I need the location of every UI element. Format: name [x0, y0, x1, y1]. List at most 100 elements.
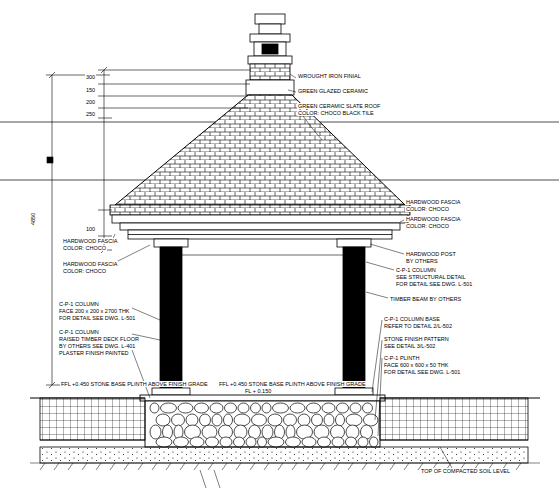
soil-hatch: [380, 398, 528, 440]
stone: [190, 437, 204, 447]
stone: [161, 403, 177, 413]
note-text: HARDWOOD FASCIA: [405, 216, 461, 222]
note-text: FFL +0.450 STONE BASE PLINTH ABOVE FINIS…: [218, 381, 367, 387]
stone: [268, 437, 284, 447]
stone: [318, 437, 331, 447]
note-text: SEE DETAIL 3/L-502: [383, 343, 436, 349]
stone: [370, 437, 379, 447]
note-text: GREEN CERAMIC SLATE ROOF: [297, 103, 381, 109]
stone: [364, 414, 379, 426]
note-text: COLOR: CHOCO: [405, 223, 450, 229]
stone: [284, 414, 297, 426]
stone: [363, 403, 373, 413]
floor-slab: [140, 395, 385, 401]
hatch-stroke: [516, 463, 521, 470]
stone: [350, 403, 361, 413]
note-text: HARDWOOD FASCIA: [62, 261, 118, 267]
note-text: FACE 200 x 200 x 2700 THK: [58, 308, 131, 314]
hatch-stroke: [292, 463, 297, 470]
stone: [324, 414, 334, 426]
stone: [258, 437, 267, 447]
note-text: FOR DETAIL SEE DWG. L-501: [58, 315, 136, 321]
hatch-stroke: [208, 463, 213, 470]
hatch-stroke: [320, 463, 325, 470]
stone: [210, 403, 223, 413]
dimension-line: [46, 67, 250, 388]
subsoil-hatch: [30, 463, 540, 488]
hatch-stroke: [138, 463, 143, 470]
hatch-stroke: [54, 463, 59, 470]
dimension-text: 4850: [30, 212, 36, 226]
stone: [206, 437, 219, 447]
note-text: FOR DETAIL SEE DWG. L-501: [395, 281, 473, 287]
stones: [150, 403, 378, 447]
note-text: WROUGHT IRON FINIAL: [297, 73, 362, 79]
note-text: FOR DETAIL SEE DWG. L-501: [383, 369, 461, 375]
note-text: HARDWOOD FASCIA: [405, 199, 461, 205]
note-text: C-P-1 COLUMN: [58, 301, 100, 307]
stone: [358, 437, 368, 447]
stone: [251, 403, 261, 413]
stone: [286, 437, 301, 447]
note-text: FFL +0.450 STONE BASE PLINTH ABOVE FINIS…: [60, 381, 209, 387]
note-text: PLASTER FINISH PAINTED: [58, 350, 130, 356]
note-text: BY OTHERS: [405, 258, 439, 264]
roof: [115, 95, 405, 205]
stone: [186, 414, 198, 426]
note-text: HARDWOOD POST: [405, 251, 457, 257]
stone: [200, 414, 211, 426]
soil-hatch: [40, 398, 145, 440]
ground-line: [30, 397, 540, 398]
stone: [346, 437, 357, 447]
stone: [268, 414, 282, 426]
note-text: COLOR: CHOCO: [62, 268, 107, 274]
stone: [156, 437, 172, 447]
beam-line: [182, 255, 343, 256]
stone: [212, 414, 222, 426]
stone: [273, 403, 289, 413]
note-text: C-P-1 COLUMN BASE: [383, 316, 441, 322]
stone: [336, 414, 345, 426]
note-text: TIMBER BEAM BY OTHERS: [389, 296, 462, 302]
stone: [312, 414, 323, 426]
concrete-base: [40, 447, 528, 463]
note-text: C-P-1 PLINTH: [383, 355, 420, 361]
stone: [150, 425, 161, 439]
hatch-stroke: [166, 463, 171, 470]
hatch-stroke: [334, 463, 339, 470]
column: [152, 239, 373, 395]
note-text: FL + 0.150: [244, 388, 272, 394]
stone: [195, 403, 209, 413]
stone: [202, 425, 217, 439]
dimension-text: 150: [85, 87, 96, 93]
stone: [262, 403, 271, 413]
hatch-stroke: [278, 463, 283, 470]
stone: [298, 414, 310, 426]
dimension-text: 100: [85, 226, 96, 232]
note-text: HARDWOOD FASCIA: [62, 238, 118, 244]
dimension-text: 300: [85, 74, 96, 80]
finial: [246, 14, 294, 95]
stone: [238, 403, 249, 413]
hatch-stroke: [96, 463, 101, 470]
stone: [224, 414, 233, 426]
note-text: COLOR: CHOCO BLACK TILE: [297, 110, 375, 116]
hatch-stroke: [82, 463, 87, 470]
stone: [234, 437, 245, 447]
note-text: C-P-1 COLUMN: [395, 267, 437, 273]
hatch-stroke: [40, 463, 45, 470]
leader-line: [112, 74, 452, 468]
base-line: [30, 463, 540, 464]
note-text: REFER TO DETAIL 2/L-502: [383, 323, 453, 329]
stone: [307, 403, 321, 413]
stone: [172, 414, 185, 426]
note-text: SEE STRUCTURAL DETAIL: [395, 274, 467, 280]
stone: [302, 437, 316, 447]
stone: [178, 403, 193, 413]
dimension-text: 250: [85, 111, 96, 117]
note-text: RAISED TIMBER DECK FLOOR: [58, 336, 140, 342]
stone: [150, 403, 159, 413]
hatch-stroke: [264, 463, 269, 470]
hatch-stroke: [194, 463, 199, 470]
stone: [337, 403, 349, 413]
